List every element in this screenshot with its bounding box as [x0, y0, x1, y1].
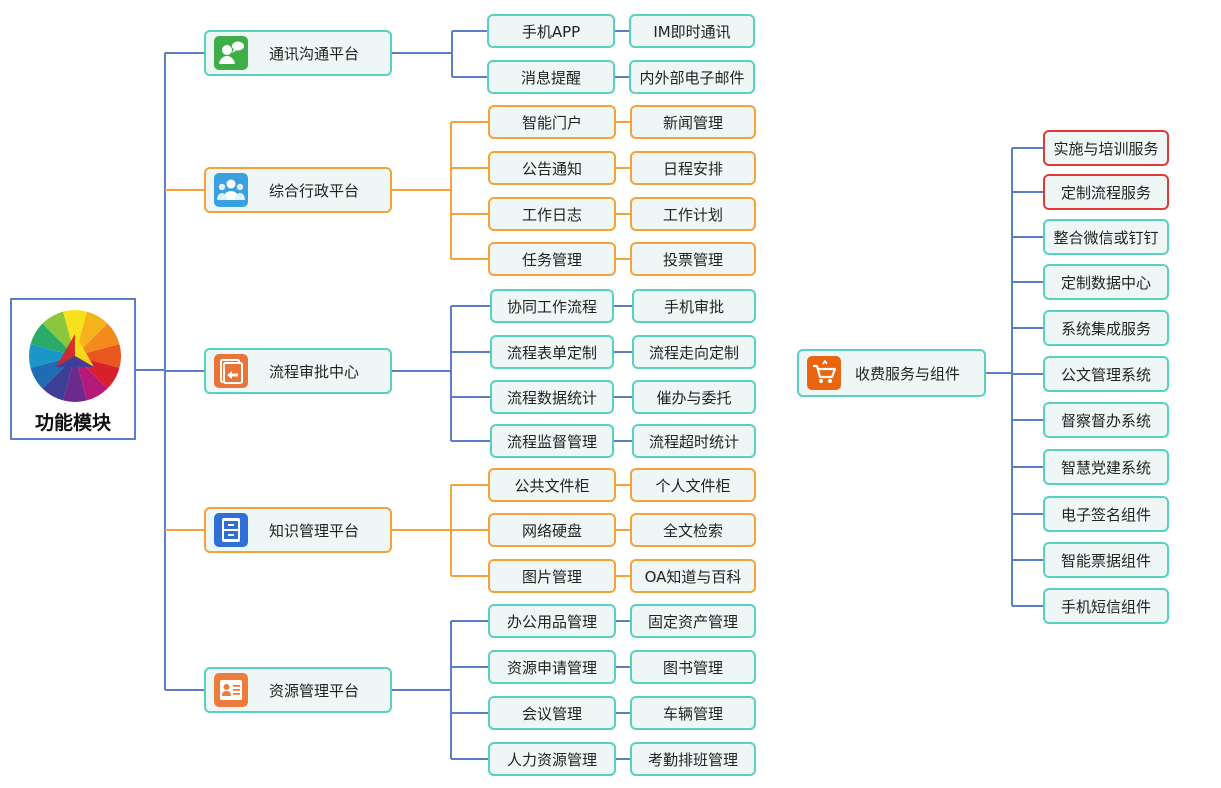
item-node[interactable]: 流程走向定制: [632, 335, 756, 369]
category-know[interactable]: 知识管理平台: [204, 507, 392, 553]
item-node[interactable]: 流程监督管理: [490, 424, 614, 458]
item-node[interactable]: 流程数据统计: [490, 380, 614, 414]
paid-item-node[interactable]: 督察督办系统: [1043, 402, 1169, 438]
wheel-segment: [75, 311, 108, 356]
category-res-label: 资源管理平台: [268, 681, 359, 700]
category-flow-label: 流程审批中心: [268, 362, 359, 381]
paid-item-node[interactable]: 公文管理系统: [1043, 356, 1169, 392]
item-node[interactable]: 车辆管理: [630, 696, 756, 730]
item-node[interactable]: 任务管理: [488, 242, 616, 276]
document-flow-icon: [214, 354, 248, 388]
shopping-cart-icon: [807, 356, 841, 390]
paid-item-node[interactable]: 定制数据中心: [1043, 264, 1169, 300]
item-node[interactable]: 内外部电子邮件: [629, 60, 755, 94]
item-node[interactable]: 手机审批: [632, 289, 756, 323]
wheel-segment: [63, 310, 87, 356]
item-node[interactable]: 会议管理: [488, 696, 616, 730]
item-node[interactable]: 考勤排班管理: [630, 742, 756, 776]
item-node[interactable]: 日程安排: [630, 151, 756, 185]
paid-item-node[interactable]: 定制流程服务: [1043, 174, 1169, 210]
group-users-icon: [214, 173, 248, 207]
category-admin-label: 综合行政平台: [268, 181, 359, 200]
category-flow[interactable]: 流程审批中心: [204, 348, 392, 394]
item-node[interactable]: 协同工作流程: [490, 289, 614, 323]
root-node[interactable]: 功能模块: [10, 298, 136, 440]
paid-item-node[interactable]: 整合微信或钉钉: [1043, 219, 1169, 255]
item-node[interactable]: 新闻管理: [630, 105, 756, 139]
color-wheel-icon: [28, 310, 121, 402]
item-node[interactable]: 图片管理: [488, 559, 616, 593]
item-node[interactable]: IM即时通讯: [629, 14, 755, 48]
wheel-center-triangle: [55, 334, 75, 367]
paid-item-node[interactable]: 实施与培训服务: [1043, 130, 1169, 166]
category-comm-label: 通讯沟通平台: [268, 44, 359, 63]
paid-item-node[interactable]: 系统集成服务: [1043, 310, 1169, 346]
category-admin[interactable]: 综合行政平台: [204, 167, 392, 213]
item-node[interactable]: 流程表单定制: [490, 335, 614, 369]
item-node[interactable]: 流程超时统计: [632, 424, 756, 458]
category-know-label: 知识管理平台: [268, 521, 359, 540]
item-node[interactable]: 工作计划: [630, 197, 756, 231]
item-node[interactable]: 公告通知: [488, 151, 616, 185]
wheel-segment: [30, 323, 75, 356]
category-res[interactable]: 资源管理平台: [204, 667, 392, 713]
wheel-center-triangle: [55, 356, 95, 367]
item-node[interactable]: 办公用品管理: [488, 604, 616, 638]
item-node[interactable]: 网络硬盘: [488, 513, 616, 547]
item-node[interactable]: 消息提醒: [487, 60, 615, 94]
chat-user-icon: [214, 36, 248, 70]
category-paid[interactable]: 收费服务与组件: [797, 349, 986, 397]
wheel-center-triangle: [75, 334, 95, 367]
item-node[interactable]: 固定资产管理: [630, 604, 756, 638]
item-node[interactable]: 个人文件柜: [630, 468, 756, 502]
wheel-segment: [28, 344, 75, 368]
item-node[interactable]: 图书管理: [630, 650, 756, 684]
wheel-segment: [75, 323, 120, 356]
paid-item-node[interactable]: 手机短信组件: [1043, 588, 1169, 624]
item-node[interactable]: 资源申请管理: [488, 650, 616, 684]
item-node[interactable]: 催办与委托: [632, 380, 756, 414]
item-node[interactable]: 工作日志: [488, 197, 616, 231]
item-node[interactable]: 全文检索: [630, 513, 756, 547]
paid-item-node[interactable]: 智能票据组件: [1043, 542, 1169, 578]
wheel-segment: [75, 356, 108, 401]
wheel-segment: [75, 344, 121, 368]
root-title: 功能模块: [34, 412, 111, 434]
id-card-icon: [214, 673, 248, 707]
item-node[interactable]: 智能门户: [488, 105, 616, 139]
category-comm[interactable]: 通讯沟通平台: [204, 30, 392, 76]
item-node[interactable]: 公共文件柜: [488, 468, 616, 502]
wheel-segment: [63, 356, 87, 402]
item-node[interactable]: 手机APP: [487, 14, 615, 48]
item-node[interactable]: OA知道与百科: [630, 559, 756, 593]
item-node[interactable]: 投票管理: [630, 242, 756, 276]
file-cabinet-icon: [214, 513, 248, 547]
wheel-segment: [42, 311, 75, 356]
item-node[interactable]: 人力资源管理: [488, 742, 616, 776]
paid-item-node[interactable]: 电子签名组件: [1043, 496, 1169, 532]
category-paid-label: 收费服务与组件: [854, 364, 960, 383]
wheel-segment: [42, 356, 75, 401]
paid-item-node[interactable]: 智慧党建系统: [1043, 449, 1169, 485]
